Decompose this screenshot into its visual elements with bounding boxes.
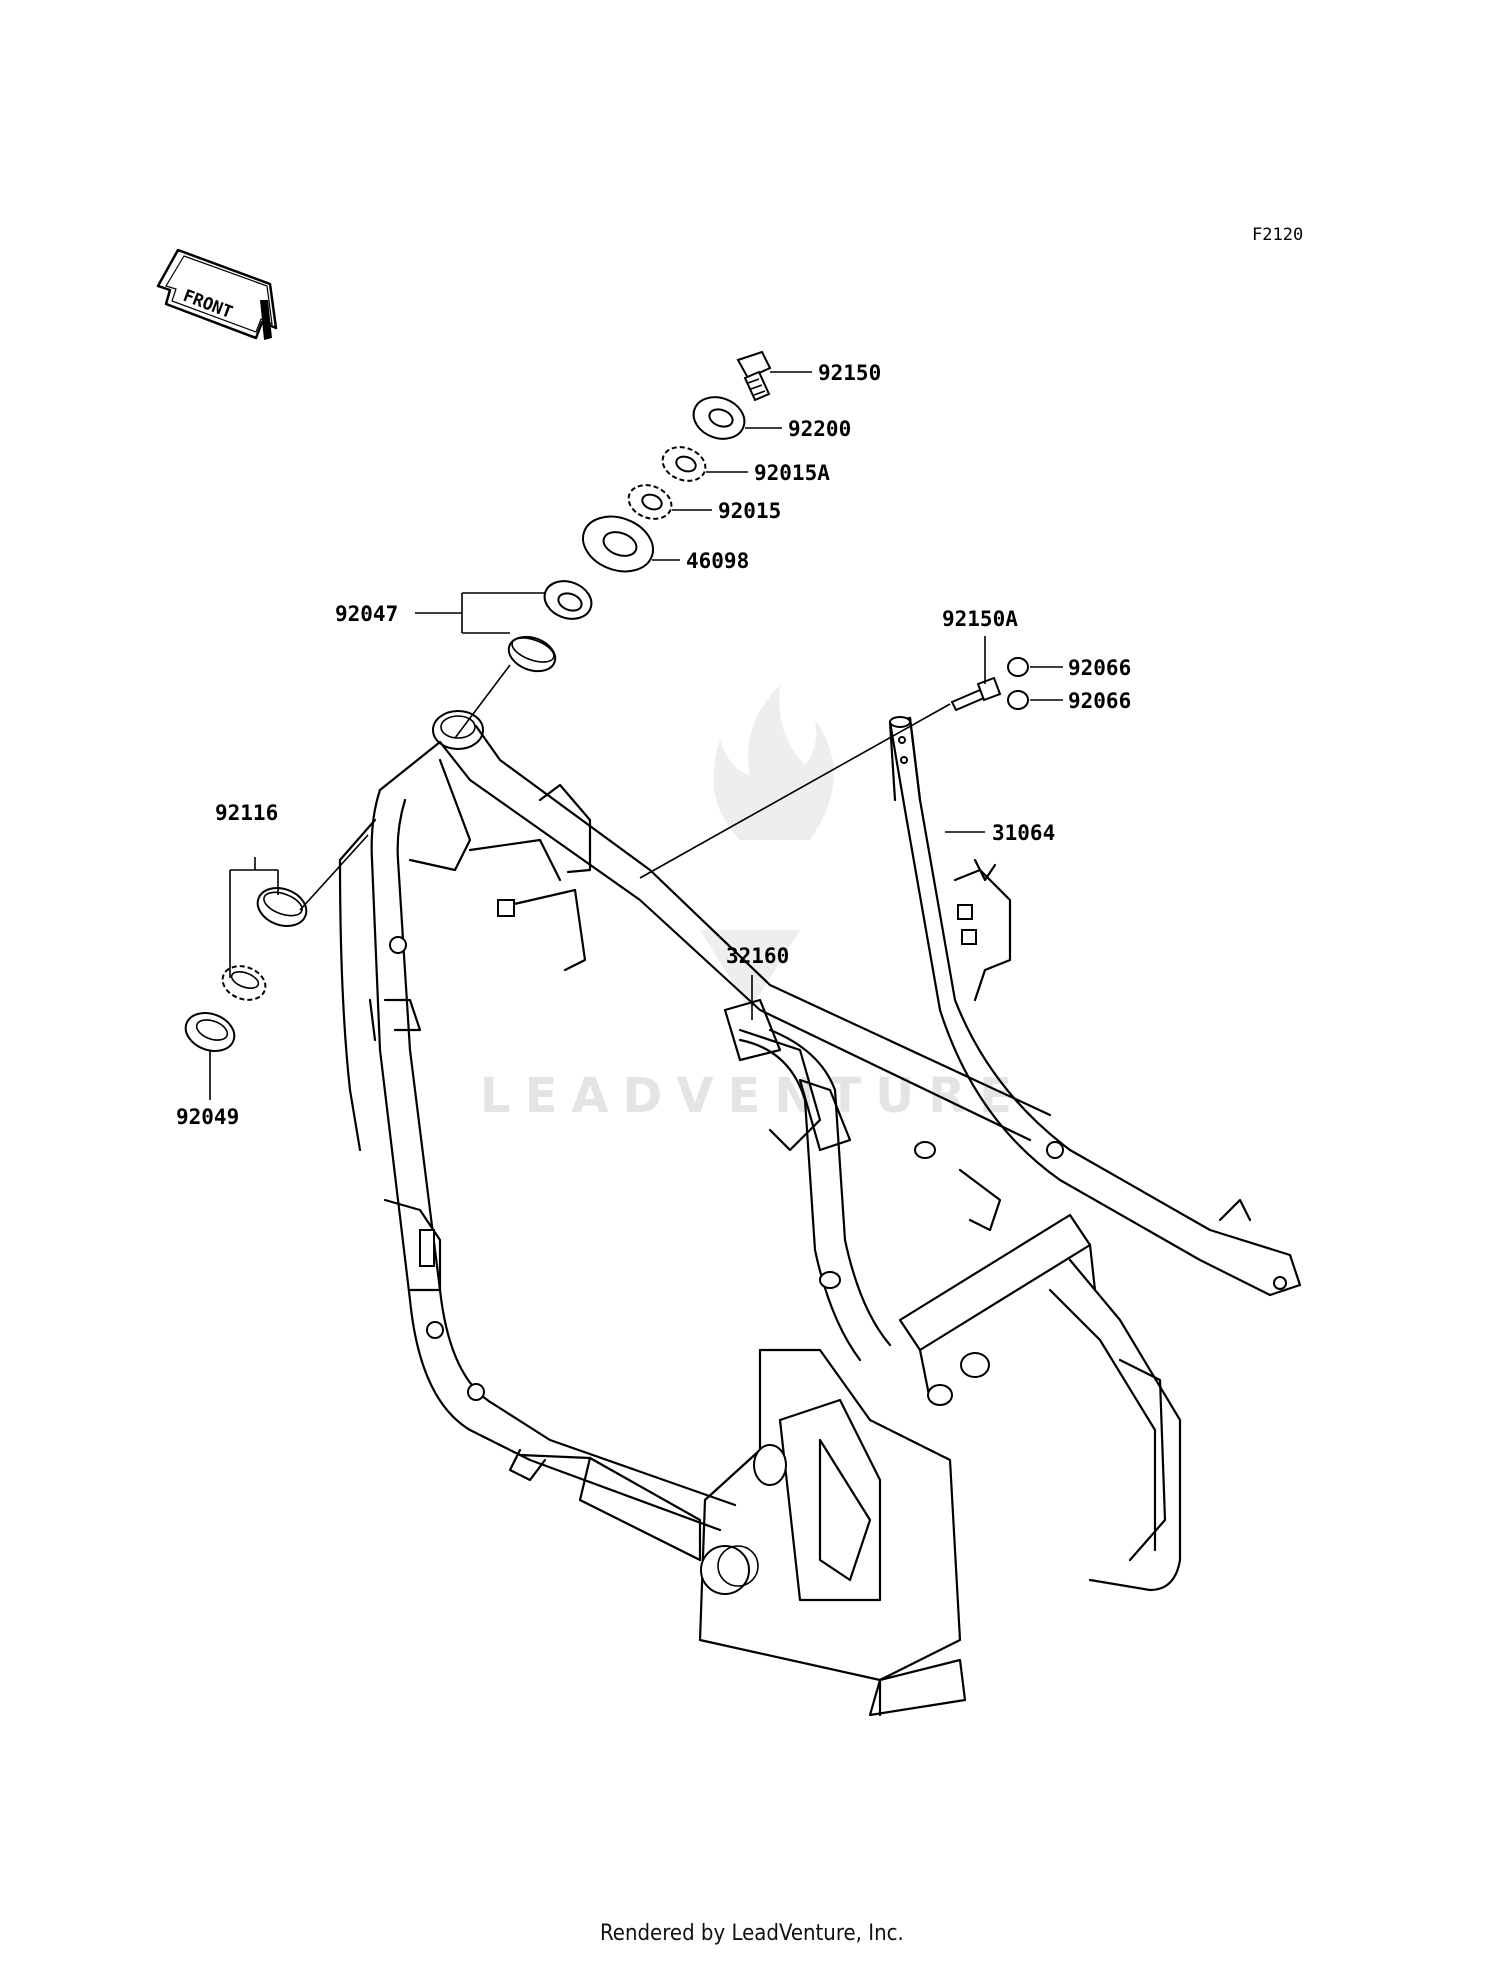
label-92200: 92200 <box>788 417 851 441</box>
label-92066-upper: 92066 <box>1068 656 1131 680</box>
diagram-code: F2120 <box>1252 225 1303 245</box>
bearing-92047-upper-icon <box>543 580 593 620</box>
nut-92066-lower-icon <box>1007 690 1029 710</box>
label-92150: 92150 <box>818 361 881 385</box>
label-31064: 31064 <box>992 821 1055 845</box>
nut-92066-upper-icon <box>1007 657 1029 677</box>
watermark: LEADVENTURE <box>480 685 1026 1124</box>
label-92116: 92116 <box>215 801 278 825</box>
washer-92200-icon <box>692 396 746 440</box>
label-92047: 92047 <box>335 602 398 626</box>
label-32160: 32160 <box>726 944 789 968</box>
label-46098: 46098 <box>686 549 749 573</box>
bolt-92150a-icon <box>950 676 1002 712</box>
cap-46098-icon <box>582 515 654 573</box>
footer-credit: Rendered by LeadVenture, Inc. <box>600 1921 904 1946</box>
leader-lines <box>209 371 1063 1100</box>
main-frame-32160 <box>338 710 1182 1717</box>
part-labels: 92150 92200 92015A 92015 46098 92047 921… <box>176 361 1131 1129</box>
label-92015: 92015 <box>718 499 781 523</box>
bearing-92047-lower-icon <box>507 635 557 673</box>
label-92150a: 92150A <box>942 607 1018 631</box>
seal-92049-icon <box>184 1012 236 1052</box>
bearing-92116-cone-icon <box>221 965 267 1001</box>
label-92015a: 92015A <box>754 461 830 485</box>
nut-92015-icon <box>627 484 673 520</box>
front-arrow-icon: FRONT <box>156 248 278 340</box>
label-92049: 92049 <box>176 1105 239 1129</box>
watermark-text: LEADVENTURE <box>480 1068 1026 1124</box>
bolt-92150-icon <box>736 350 772 402</box>
label-92066-lower: 92066 <box>1068 689 1131 713</box>
bearing-92116-race-icon <box>256 887 308 927</box>
nut-92015a-icon <box>661 446 707 482</box>
rear-subframe-31064 <box>888 716 1302 1297</box>
